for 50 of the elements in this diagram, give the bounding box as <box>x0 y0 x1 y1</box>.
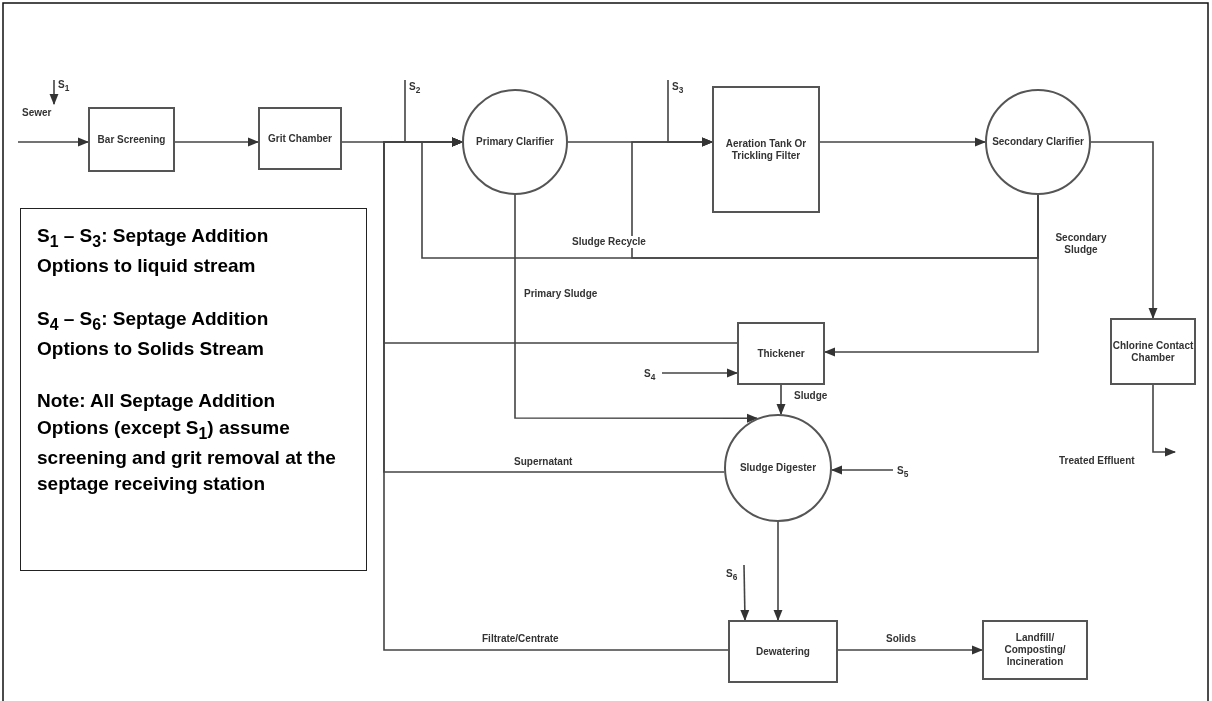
node-label: Chlorine Contact Chamber <box>1112 339 1194 364</box>
flow-arrow <box>819 137 987 147</box>
flow-arrow <box>1090 141 1158 320</box>
flow-arrow <box>773 521 783 622</box>
node-label: Primary Clarifier <box>476 136 554 148</box>
flow-label: Sewer <box>22 107 52 119</box>
process-box <box>1110 318 1196 385</box>
flow-arrow <box>1152 384 1177 457</box>
process-box <box>728 620 838 683</box>
node-label: Dewatering <box>756 645 810 658</box>
flow-arrow <box>837 645 984 655</box>
process-box <box>737 322 825 385</box>
edge-label: Sludge Recycle <box>570 236 648 248</box>
note-text: S$_{4}$ – S$_{6}$: Septage Addition Options to Solids Stream <box>37 306 270 361</box>
flow-label: S$_{3}$ <box>672 81 684 95</box>
node-label: Aeration Tank Or Trickling Filter <box>724 137 808 162</box>
note-text: Note: All Septage Addition Options (except S$_{1}$) assume screening and grit removal at the septage receiving station <box>37 389 337 497</box>
node-label: Landfill/ Composting/ Incineration <box>1003 632 1067 668</box>
flow-arrow <box>49 79 59 106</box>
flow-arrow <box>740 564 750 622</box>
note-text: S$_{1}$ – S$_{3}$: Septage Addition Options to liquid stream <box>37 224 270 278</box>
process-box <box>712 86 820 213</box>
flow-arrow <box>830 465 894 475</box>
process-box <box>88 107 175 172</box>
node-label: Secondary Clarifier <box>992 136 1084 148</box>
flow-arrow <box>776 384 786 416</box>
note-box <box>20 208 367 571</box>
flow-label: S$_{5}$ <box>897 465 909 479</box>
flow-label: S$_{2}$ <box>409 81 421 95</box>
flow-arrow <box>17 137 90 147</box>
edge-label: Filtrate/Centrate <box>480 633 561 645</box>
flow-arrow <box>174 137 260 147</box>
flow-label: S$_{6}$ <box>726 568 738 582</box>
flow-arrow <box>514 194 759 423</box>
process-box <box>982 620 1088 680</box>
node-label: Thickener <box>757 347 805 360</box>
flow-arrow <box>631 137 1039 259</box>
edge-label: Supernatant <box>512 456 575 468</box>
edge-label: Sludge <box>792 390 830 402</box>
flow-arrow <box>383 137 729 651</box>
edge-label: Primary Sludge <box>522 288 600 300</box>
process-box <box>258 107 342 170</box>
flow-label: S$_{1}$ <box>58 79 70 93</box>
edge-label: Solids <box>884 633 918 645</box>
node-label: Sludge Digester <box>739 462 817 474</box>
node-label: Grit Chamber <box>268 132 332 145</box>
node-label: Bar Screening <box>97 133 166 146</box>
flow-label: S$_{4}$ <box>644 368 656 382</box>
flow-arrow <box>661 368 739 378</box>
flow-label: Treated Effluent <box>1059 455 1135 467</box>
